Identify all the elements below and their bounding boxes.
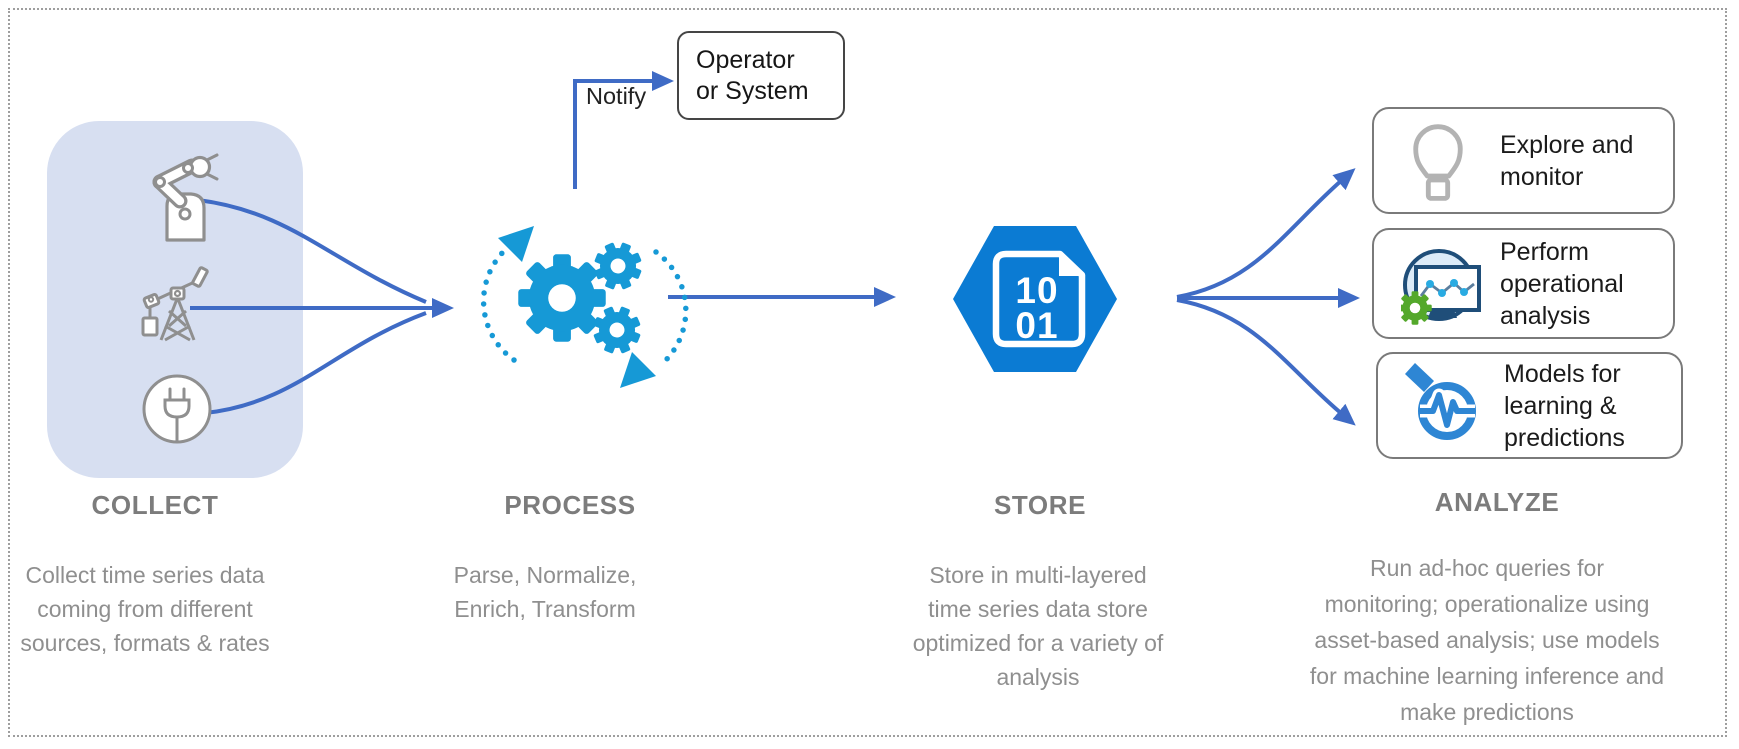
analyze-title: ANALYZE xyxy=(1434,487,1560,517)
explore-monitor-box: Explore and monitor xyxy=(1372,107,1675,214)
sync-arrowhead-bottom xyxy=(620,352,656,388)
document-digits-top: 10 xyxy=(1015,270,1058,311)
store-hexagon-icon: 10 01 xyxy=(953,226,1117,372)
oil-pumpjack-icon xyxy=(141,266,209,342)
collect-plug-to-process-arrow xyxy=(204,311,427,415)
models-learning-box: Models for learning & predictions xyxy=(1376,352,1683,459)
collect-title: COLLECT xyxy=(91,490,219,520)
magnifier-pulse-icon xyxy=(1405,363,1476,440)
process-title: PROCESS xyxy=(504,490,636,520)
monitor-chart-gear-icon xyxy=(1401,249,1481,325)
operator-or-system-box: Operator or System xyxy=(677,31,845,120)
store-title: STORE xyxy=(993,490,1087,520)
collect-description: Collect time series data coming from dif… xyxy=(20,562,270,656)
store-description: Store in multi-layered time series data … xyxy=(912,562,1164,690)
store-to-models-arrow xyxy=(1176,298,1356,426)
store-to-explore-arrow xyxy=(1176,168,1356,299)
models-learning-label: Models for learning & predictions xyxy=(1504,359,1625,452)
process-description: Parse, Normalize, Enrich, Transform xyxy=(453,562,637,622)
chart-dots xyxy=(1426,279,1468,297)
power-plug-icon xyxy=(142,374,212,444)
notify-arrow xyxy=(573,71,674,189)
gear-small-top xyxy=(587,235,649,297)
sync-gears-icon xyxy=(480,226,689,388)
operator-or-system-label: Operator or System xyxy=(696,45,809,105)
analyze-description: Run ad-hoc queries for monitoring; opera… xyxy=(1309,555,1665,725)
sync-dotted-arcs xyxy=(480,247,689,365)
gear-small-bottom xyxy=(586,299,648,361)
binary-document: 10 01 xyxy=(992,250,1086,348)
operational-analysis-label: Perform operational analysis xyxy=(1500,237,1624,330)
document-digits-bottom: 01 xyxy=(1015,305,1058,346)
operational-analysis-box: Perform operational analysis xyxy=(1372,228,1675,339)
lightbulb-icon xyxy=(1413,124,1463,201)
gear-large xyxy=(518,254,606,342)
collect-robot-to-process-arrow xyxy=(197,198,427,304)
dotted-border-frame xyxy=(8,8,1727,737)
sync-arrowhead-top xyxy=(498,226,534,262)
notify-arrow-label: Notify xyxy=(586,83,647,109)
robot-arm-icon xyxy=(152,153,219,242)
explore-monitor-label: Explore and monitor xyxy=(1500,130,1634,191)
